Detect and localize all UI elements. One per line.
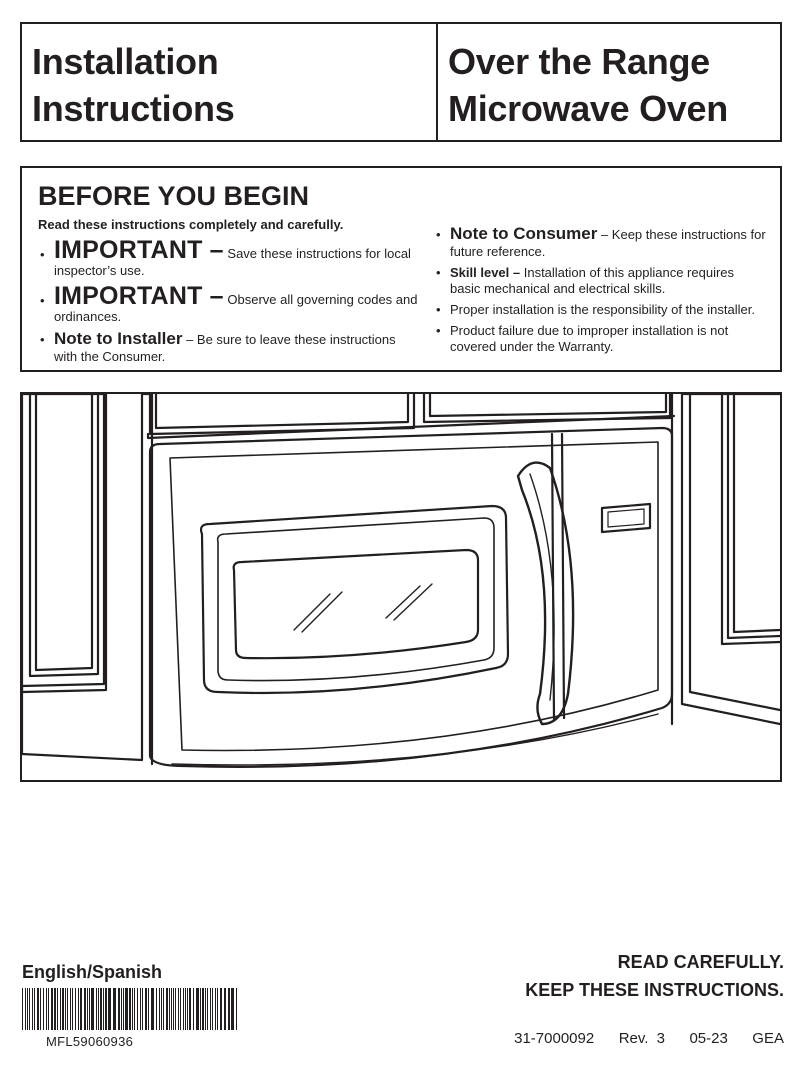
item-lead: IMPORTANT – <box>54 282 224 310</box>
item-lead: Note to Consumer <box>450 224 598 243</box>
list-item-product-failure: • Product failure due to improper instal… <box>434 323 766 355</box>
bullet-icon: • <box>436 265 441 280</box>
bullet-icon: • <box>40 293 45 308</box>
list-item-note-to-consumer: • Note to Consumer – Keep these instruct… <box>434 224 766 260</box>
title-right-line1: Over the Range <box>448 41 710 82</box>
bullet-icon: • <box>40 332 45 347</box>
item-lead: Skill level – <box>450 265 521 280</box>
list-item-proper-installation: • Proper installation is the responsibil… <box>434 302 766 318</box>
document-number: 31-7000092 Rev. 3 05-23 GEA <box>514 1030 784 1047</box>
list-item-important-save: • IMPORTANT – Save these instructions fo… <box>38 237 420 279</box>
before-you-begin-box: BEFORE YOU BEGIN Read these instructions… <box>20 166 782 372</box>
item-text: Save these instructions for local inspec… <box>54 246 411 278</box>
item-text: Observe all governing codes and ordinanc… <box>54 292 418 324</box>
before-you-begin-columns: Read these instructions completely and c… <box>38 216 766 369</box>
item-lead: IMPORTANT – <box>54 236 224 264</box>
before-you-begin-heading: BEFORE YOU BEGIN <box>38 181 310 211</box>
bullet-icon: • <box>40 247 45 262</box>
read-carefully-line2: KEEP THESE INSTRUCTIONS. <box>525 980 784 1000</box>
title-left-line1: Installation <box>32 41 219 82</box>
read-carefully-line1: READ CAREFULLY. <box>617 952 784 972</box>
language-label: English/Spanish <box>22 962 163 982</box>
barcode-graphic <box>22 988 237 1030</box>
list-item-note-to-installer: • Note to Installer – Be sure to leave t… <box>38 329 420 365</box>
title-right-line2: Microwave Oven <box>448 88 728 129</box>
model-number: MFL59060936 <box>46 1034 134 1049</box>
before-you-begin-right-column: • Note to Consumer – Keep these instruct… <box>420 216 766 369</box>
document-type-title: Installation Instructions <box>22 24 438 140</box>
list-item-skill-level: • Skill level – Installation of this app… <box>434 265 766 297</box>
bullet-icon: • <box>436 227 441 242</box>
title-box: Installation Instructions Over the Range… <box>20 22 782 142</box>
microwave-oven-illustration <box>22 394 780 768</box>
read-instructions-intro: Read these instructions completely and c… <box>38 217 344 232</box>
read-carefully-notice: READ CAREFULLY. KEEP THESE INSTRUCTIONS. <box>525 948 784 1004</box>
item-lead: Note to Installer <box>54 329 183 348</box>
bullet-icon: • <box>436 323 441 338</box>
before-you-begin-left-column: Read these instructions completely and c… <box>38 216 420 369</box>
item-text: Installation of this appliance requires … <box>450 265 735 296</box>
item-text: – Be sure to leave these instructions wi… <box>54 332 396 364</box>
list-item-important-codes: • IMPORTANT – Observe all governing code… <box>38 283 420 325</box>
item-text: Proper installation is the responsibilit… <box>450 302 755 317</box>
microwave-illustration-frame <box>20 392 782 782</box>
bullet-icon: • <box>436 302 441 317</box>
product-title: Over the Range Microwave Oven <box>438 24 780 140</box>
item-text: – Keep these instructions for future ref… <box>450 227 766 259</box>
title-left-line2: Instructions <box>32 88 235 129</box>
item-text: Product failure due to improper installa… <box>450 323 729 354</box>
